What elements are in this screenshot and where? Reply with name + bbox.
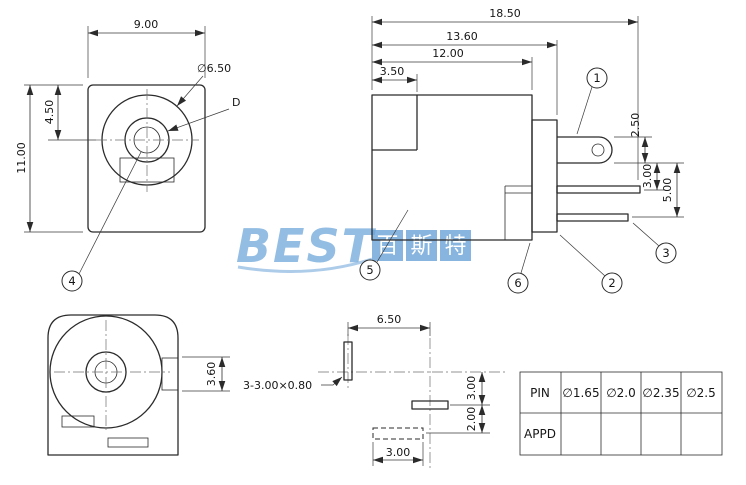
side-lug (557, 136, 613, 164)
dim-side-lug-height: 2.50 (629, 113, 642, 138)
side-callouts: 1 3 2 6 5 (359, 67, 677, 294)
bottom-slot-2 (107, 437, 149, 448)
dim-bottom-notch: 3.60 (205, 362, 218, 387)
bottom-slot-1 (61, 415, 95, 428)
pinlayout-horizontal-pin (411, 400, 449, 410)
dim-side-total: 18.50 (489, 7, 521, 20)
table-pin-size-3: ∅2.35 (642, 386, 679, 400)
watermark: BEST 百 斯 特 (236, 219, 471, 273)
front-callout-4: 4 (61, 151, 142, 292)
front-dimensions: 9.00 11.00 4.50 ∅6.50 D (15, 18, 240, 233)
callout-circle-3 (655, 242, 677, 264)
side-lug-hole (591, 143, 605, 157)
callout-circle-1 (586, 67, 608, 89)
bottom-body-outline (47, 314, 179, 456)
side-flange (531, 119, 558, 233)
callout-circle-2 (601, 272, 623, 294)
watermark-cn-1: 百 (376, 234, 398, 259)
dim-side-pin-spacing-2: 5.00 (661, 178, 674, 203)
callout-label-5: 5 (366, 263, 373, 277)
dim-pin-offset-2: 2.00 (465, 407, 478, 432)
callout-circle-5 (359, 259, 381, 281)
dim-side-pin-spacing-1: 3.00 (641, 164, 654, 189)
watermark-swoosh (237, 257, 373, 273)
dim-side-step: 3.50 (380, 65, 405, 78)
table-pin-size-1: ∅1.65 (562, 386, 599, 400)
front-d-flat (119, 157, 175, 183)
watermark-tile (440, 230, 471, 261)
watermark-cn-3: 特 (444, 234, 466, 259)
pin-table: PIN ∅1.65 ∅2.0 ∅2.35 ∅2.5 APPD (519, 371, 723, 456)
side-view: 18.50 13.60 12.00 3.50 2.50 3.00 (359, 7, 684, 294)
pinlayout-vertical-pin (343, 341, 353, 381)
side-pin-lower (556, 213, 629, 222)
note-pins: 3-3.00×0.80 (243, 379, 312, 392)
dim-front-height: 11.00 (15, 142, 28, 174)
dim-front-width: 9.00 (134, 18, 159, 31)
dim-pin-offset-1: 3.00 (465, 376, 478, 401)
side-body-outline (371, 94, 533, 241)
bottom-view: 3.60 (47, 314, 230, 456)
dim-pin-span: 6.50 (377, 313, 402, 326)
table-pin-label: PIN (530, 386, 550, 400)
side-dimensions: 18.50 13.60 12.00 3.50 2.50 3.00 (371, 7, 684, 218)
dim-slot-width: 3.00 (386, 446, 411, 459)
bottom-right-notch (161, 357, 179, 391)
pin-layout-view: 6.50 3-3.00×0.80 3.00 2.00 3.00 (243, 313, 505, 468)
table-pin-size-4: ∅2.5 (686, 386, 716, 400)
callout-label-1: 1 (593, 71, 600, 85)
dim-side-flange: 13.60 (446, 30, 478, 43)
bottom-dimensions: 3.60 (182, 356, 230, 392)
front-body-outline (87, 84, 206, 233)
pinlayout-dimensions: 6.50 3-3.00×0.80 3.00 2.00 3.00 (243, 313, 490, 466)
table-appd-label: APPD (524, 427, 556, 441)
label-front-d: D (232, 96, 240, 109)
callout-label-4: 4 (68, 274, 75, 288)
dim-side-body: 12.00 (432, 47, 464, 60)
pinlayout-dashed-slot (372, 427, 424, 440)
dim-front-center-offset: 4.50 (43, 100, 56, 125)
watermark-cn-2: 斯 (410, 234, 432, 259)
side-pin-upper (556, 185, 641, 194)
callout-label-3: 3 (662, 246, 669, 260)
callout-circle-4 (61, 270, 83, 292)
watermark-tile (406, 230, 437, 261)
front-view: 9.00 11.00 4.50 ∅6.50 D 4 (15, 18, 240, 292)
callout-circle-6 (507, 272, 529, 294)
callout-label-2: 2 (608, 276, 615, 290)
table-outline (519, 371, 723, 456)
callout-label-6: 6 (514, 276, 521, 290)
watermark-tile (372, 230, 403, 261)
table-pin-size-2: ∅2.0 (606, 386, 636, 400)
label-front-diameter: ∅6.50 (197, 62, 231, 75)
